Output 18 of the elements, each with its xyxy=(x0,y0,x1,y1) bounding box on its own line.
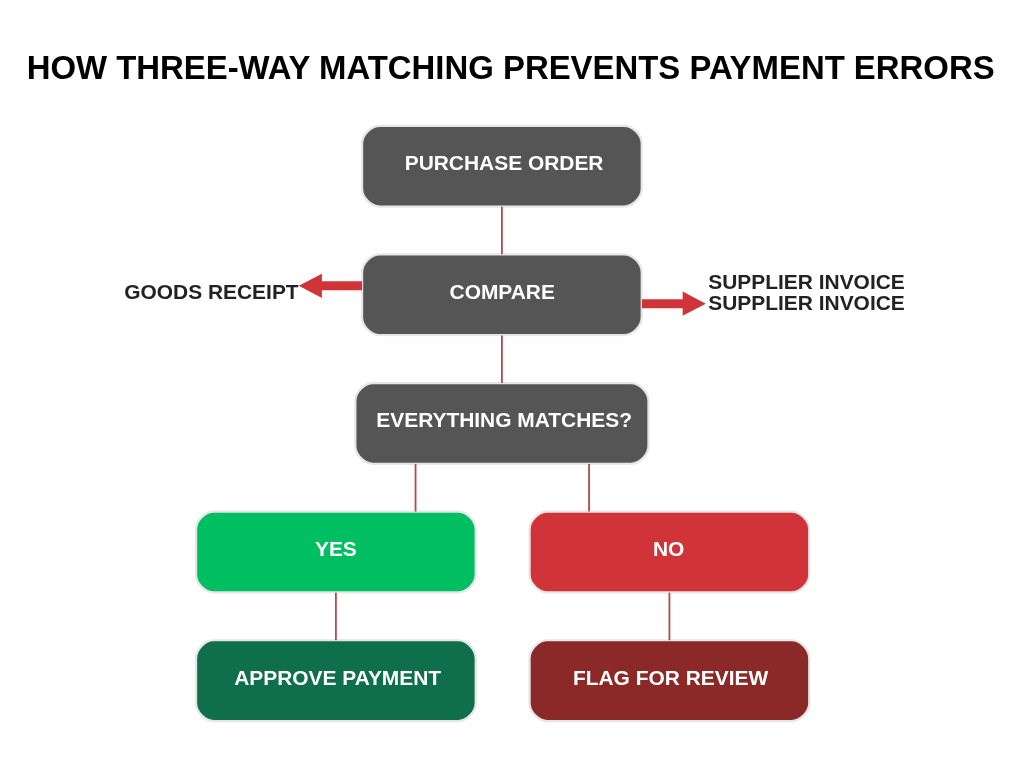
node-box: EVERYTHING MATCHES? xyxy=(354,381,650,465)
connector xyxy=(414,462,417,512)
connector xyxy=(335,591,337,641)
connector xyxy=(668,591,671,641)
node-box: NO xyxy=(528,510,811,593)
node-text: GOODS RECEIPT xyxy=(124,279,299,303)
connector xyxy=(501,334,503,384)
connector xyxy=(501,205,503,255)
node-text: SUPPLIER INVOICE SUPPLIER INVOICE xyxy=(708,269,905,314)
diagram-title: HOW THREE-WAY MATCHING PREVENTS PAYMENT ERRORS xyxy=(26,48,995,86)
node-box: FLAG FOR REVIEW xyxy=(528,638,811,722)
node-box: YES xyxy=(194,510,477,593)
node-box: PURCHASE ORDER xyxy=(360,124,643,208)
node-box: COMPARE xyxy=(360,252,643,336)
connector xyxy=(588,462,590,512)
arrow xyxy=(641,291,706,316)
node-box: APPROVE PAYMENT xyxy=(194,638,477,722)
arrow xyxy=(298,273,363,298)
